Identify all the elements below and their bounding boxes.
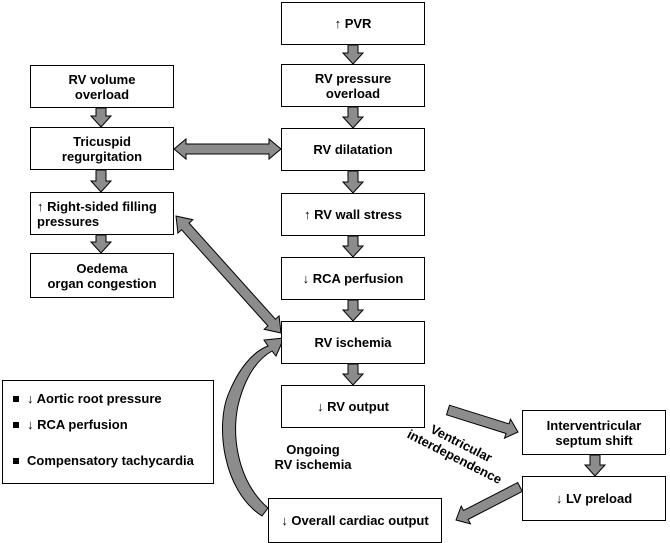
- node-oedema: Oedema organ congestion: [30, 253, 174, 298]
- node-rv-wall-stress: ↑ RV wall stress: [281, 193, 425, 236]
- node-rv-pressure-overload: RV pressure overload: [281, 64, 425, 107]
- node-rv-volume-overload: RV volume overload: [30, 65, 174, 108]
- node-rv-volume-overload-label: RV volume overload: [68, 71, 136, 102]
- bullet-icon: [13, 395, 19, 402]
- node-rv-dilatation-label: RV dilatation: [313, 142, 393, 157]
- arrow-ischemia-to-rv-output: [341, 363, 365, 386]
- arrow-dilatation-to-wall-stress: [341, 170, 365, 194]
- side-panel: ↓ Aortic root pressure ↓ RCA perfusion C…: [2, 380, 214, 484]
- side-panel-item: Compensatory tachycardia: [13, 453, 194, 468]
- arrow-rca-perfusion-to-ischemia: [341, 299, 365, 322]
- node-rca-perfusion: ↓ RCA perfusion: [281, 257, 425, 300]
- node-septum-shift: Interventricular septum shift: [522, 410, 666, 455]
- node-rv-output: ↓ RV output: [281, 385, 425, 428]
- edge-label-ongoing-ischemia: Ongoing RV ischemia: [274, 442, 352, 472]
- arrow-septum-shift-to-lv-preload: [583, 454, 607, 477]
- side-panel-item-label: ↓ RCA perfusion: [27, 417, 128, 432]
- bullet-icon: [13, 421, 19, 428]
- arrow-rv-output-to-septum-shift: [445, 404, 519, 440]
- node-pvr-label: ↑ PVR: [334, 16, 372, 31]
- node-lv-preload: ↓ LV preload: [522, 476, 666, 521]
- node-rv-output-label: ↓ RV output: [317, 399, 389, 414]
- node-right-sided-filling: ↑ Right-sided filling pressures: [30, 192, 174, 235]
- node-overall-cardiac-output-label: ↓ Overall cardiac output: [281, 513, 429, 528]
- node-septum-shift-label: Interventricular septum shift: [546, 417, 642, 448]
- arrow-pressure-overload-to-dilatation: [341, 106, 365, 129]
- side-panel-item-label: ↓ Aortic root pressure: [27, 391, 162, 406]
- arrow-wall-stress-to-rca-perfusion: [341, 235, 365, 258]
- arrow-ongoing-ischemia-loop: [222, 337, 285, 517]
- node-right-sided-filling-label: ↑ Right-sided filling pressures: [37, 198, 157, 229]
- arrow-pvr-to-pressure-overload: [341, 44, 365, 65]
- node-rv-ischemia: RV ischemia: [281, 321, 425, 364]
- side-panel-item: ↓ Aortic root pressure: [13, 391, 162, 406]
- node-rv-wall-stress-label: ↑ RV wall stress: [303, 207, 403, 222]
- node-rca-perfusion-label: ↓ RCA perfusion: [302, 271, 404, 286]
- node-rv-ischemia-label: RV ischemia: [314, 335, 392, 350]
- arrow-lv-preload-to-cardiac-output: [455, 481, 523, 525]
- bullet-icon: [13, 457, 19, 464]
- arrow-volume-overload-to-tricuspid: [89, 107, 113, 128]
- node-tricuspid-regurgitation-label: Tricuspid regurgitation: [61, 133, 143, 164]
- node-lv-preload-label: ↓ LV preload: [555, 491, 633, 506]
- node-rv-pressure-overload-label: RV pressure overload: [314, 70, 392, 101]
- side-panel-item: ↓ RCA perfusion: [13, 417, 128, 432]
- node-rv-dilatation: RV dilatation: [281, 128, 425, 171]
- arrow-tricuspid-to-filling-pressures: [89, 169, 113, 193]
- arrow-tricuspid-dilatation-bidirectional: [173, 137, 282, 161]
- arrow-filling-pressures-to-oedema: [89, 234, 113, 254]
- node-pvr: ↑ PVR: [281, 2, 425, 45]
- arrow-filling-pressures-ischemia-bidirectional: [175, 215, 282, 334]
- node-oedema-label: Oedema organ congestion: [47, 260, 157, 291]
- side-panel-item-label: Compensatory tachycardia: [27, 453, 194, 468]
- node-tricuspid-regurgitation: Tricuspid regurgitation: [30, 127, 174, 170]
- node-overall-cardiac-output: ↓ Overall cardiac output: [268, 498, 442, 543]
